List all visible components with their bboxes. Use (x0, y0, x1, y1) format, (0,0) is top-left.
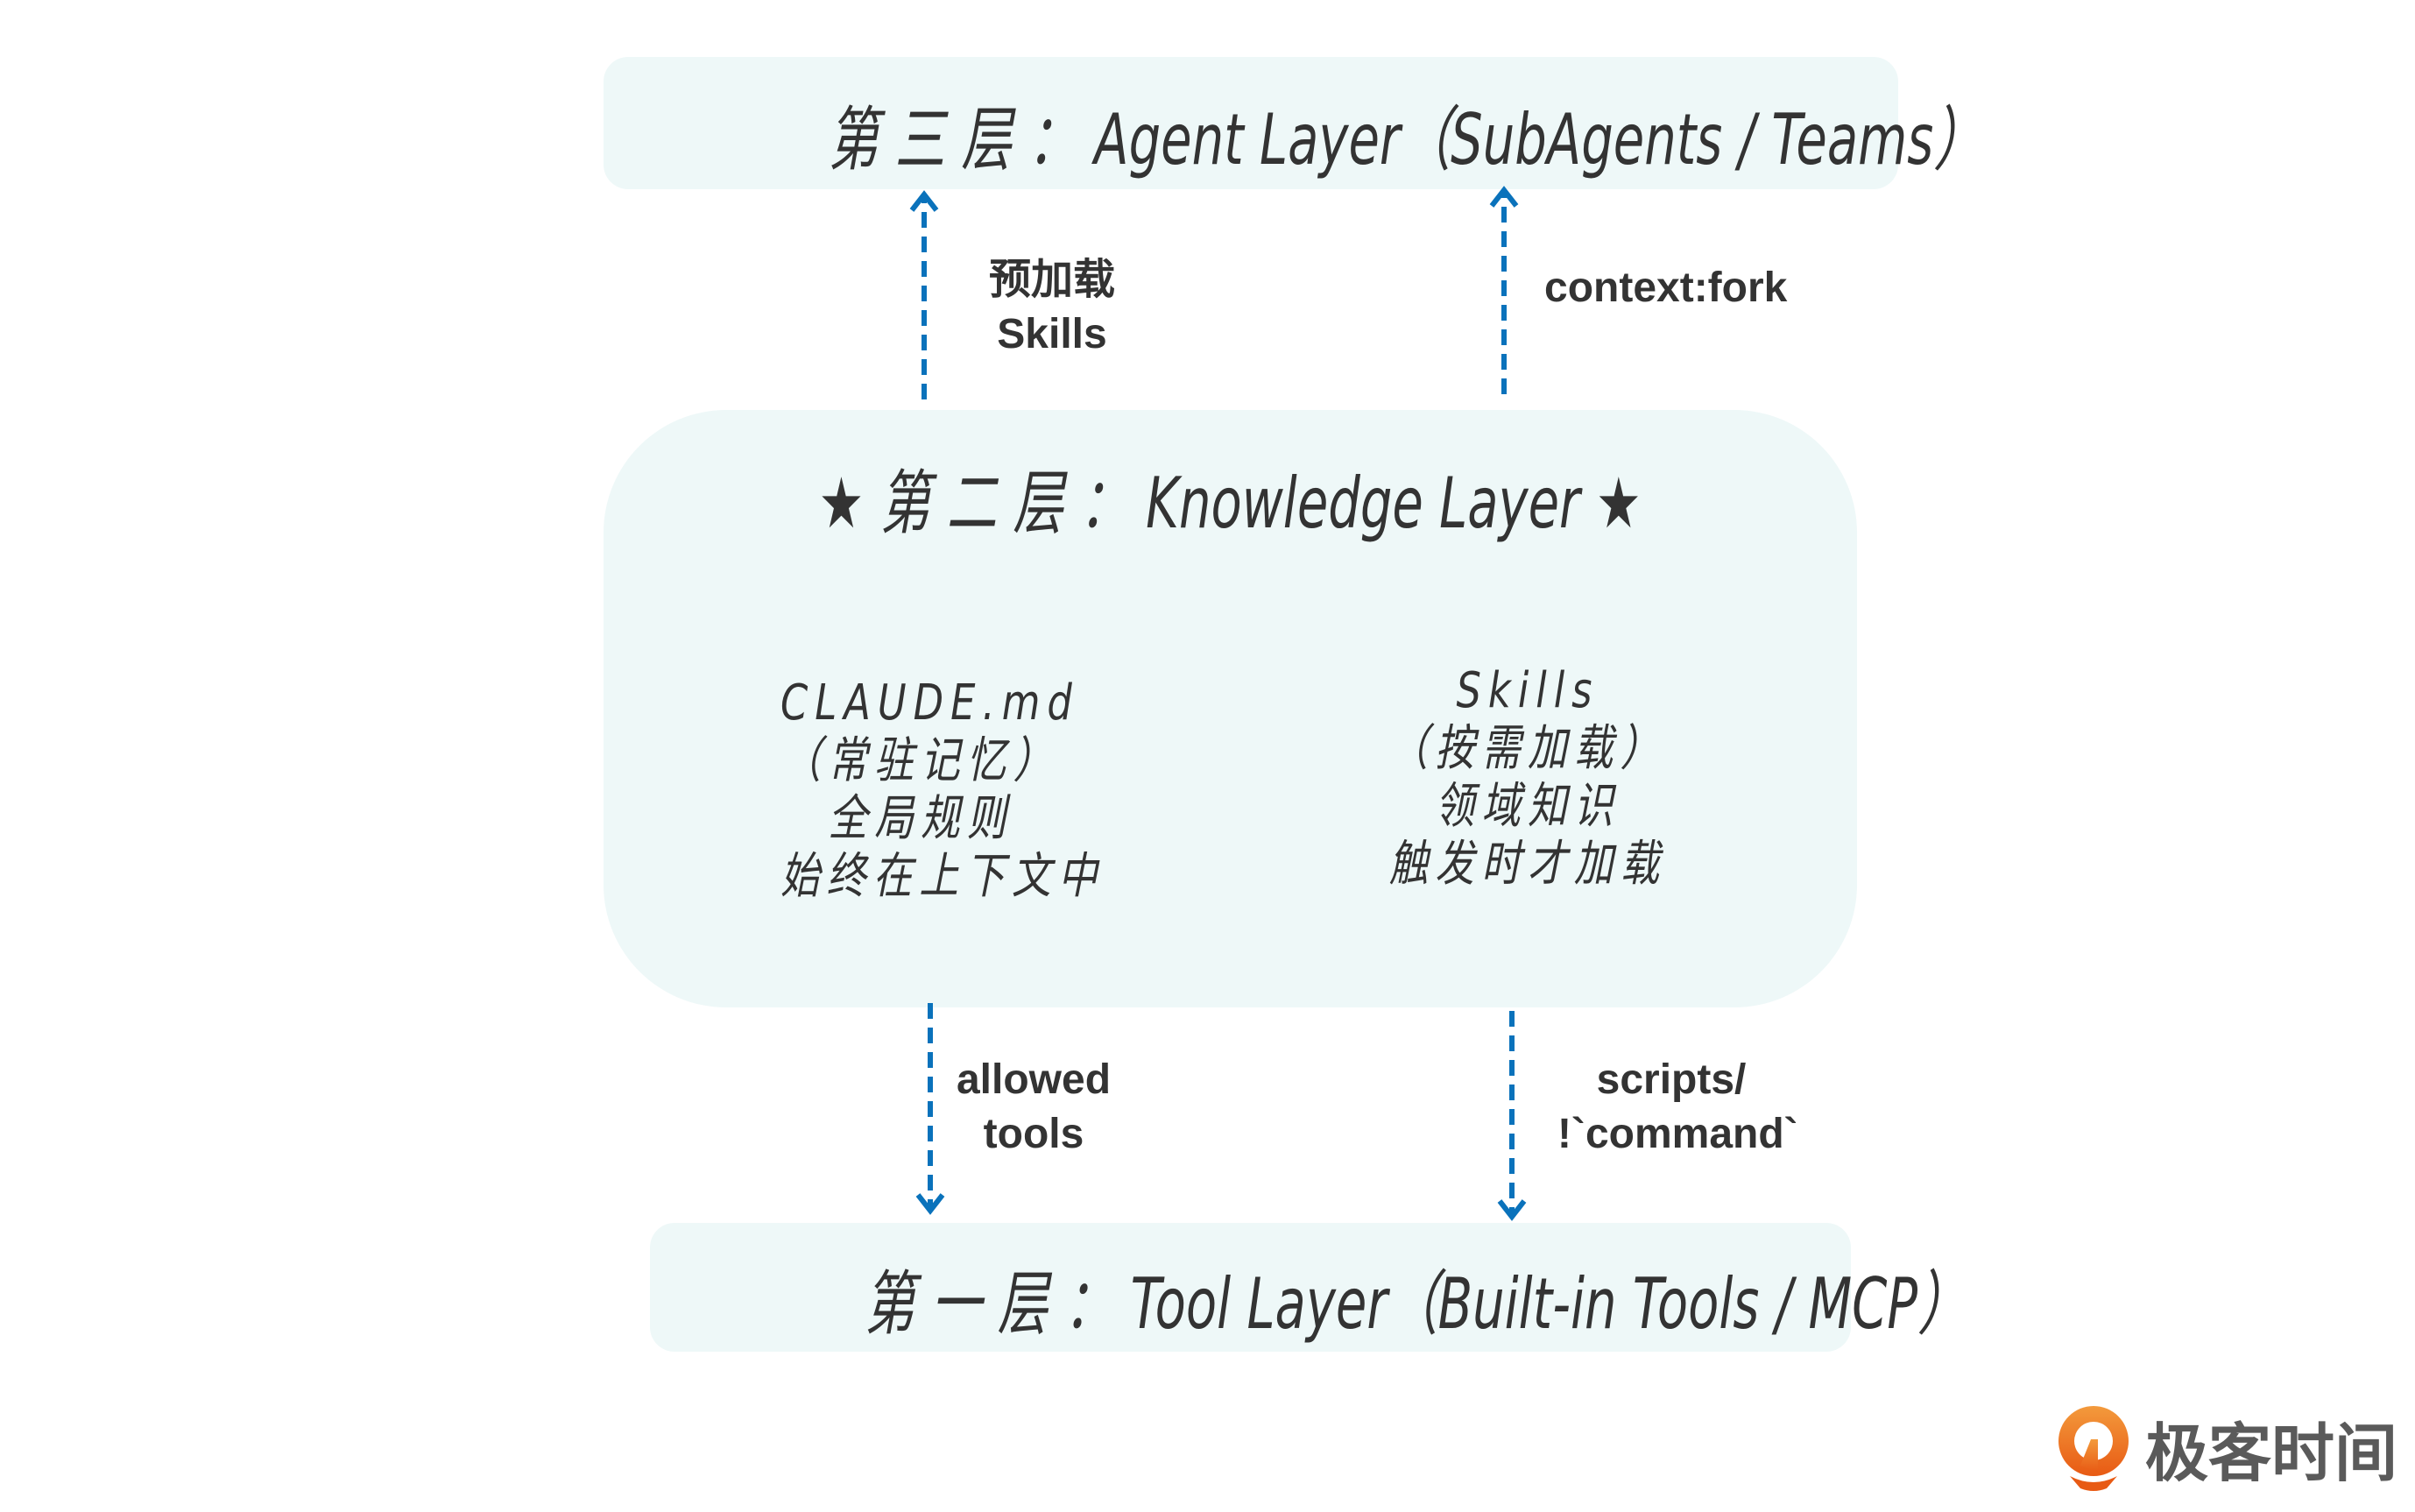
agent-layer-box: 第 三 层 ： Agent Layer（SubAgents / Teams） (604, 57, 1984, 189)
arrowhead-up-icon (909, 190, 939, 212)
knowledge-layer-box: ★ 第 二 层 ： Knowledge Layer ★ CLAUDE.md （常… (604, 410, 1857, 1007)
tool-layer-box: 第 一 层 ： Tool Layer（Built-in Tools / MCP） (650, 1223, 1968, 1352)
geektime-logo: 极客时间 (2054, 1402, 2397, 1494)
knowledge-layer-title: ★ 第 二 层 ： Knowledge Layer ★ (818, 463, 1642, 544)
edge-label-scripts-command: scripts/!`command` (1557, 1056, 1798, 1157)
arrowhead-down-icon (915, 1193, 945, 1215)
skills-description: Skills （按需加载） 领域知识 触发时才加载 (1388, 662, 1667, 893)
arrowhead-up-icon (1489, 186, 1519, 208)
tool-layer-title: 第 一 层 ： Tool Layer（Built-in Tools / MCP） (864, 1263, 1968, 1345)
geektime-logo-text: 极客时间 (2145, 1417, 2398, 1490)
claude-md-description: CLAUDE.md （常驻记忆） 全局规则 始终在上下文中 (780, 675, 1105, 905)
geektime-logo-icon (2058, 1405, 2129, 1491)
arrowhead-down-icon (1497, 1199, 1527, 1221)
agent-layer-title: 第 三 层 ： Agent Layer（SubAgents / Teams） (828, 99, 1984, 180)
edge-label-context-fork: context:fork (1544, 265, 1788, 311)
